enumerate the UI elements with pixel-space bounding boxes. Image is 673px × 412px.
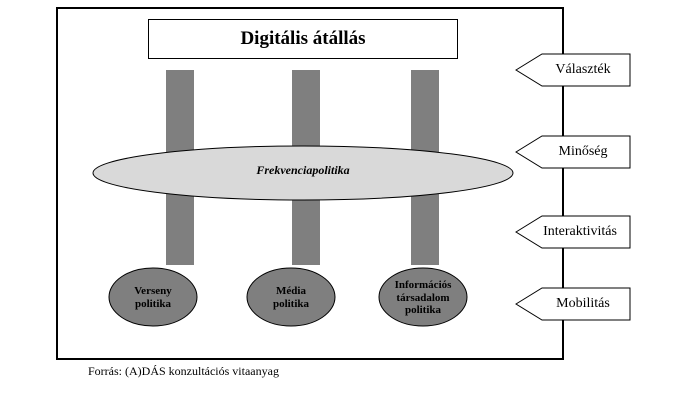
competition-policy-oval [108,267,198,327]
media-policy-line-2: politika [272,297,310,310]
frequency-policy-ellipse [92,145,514,201]
information-society-policy-label: Információs társadalom politika [379,279,467,317]
arrow-minoseg [515,135,631,169]
arrow-label-interaktivitas: Interaktivitás [543,224,617,239]
competition-policy-line-2: politika [134,297,172,310]
arrow-label-valasztek: Választék [555,62,611,77]
information-society-policy-oval [378,267,468,327]
competition-policy-line-1: Verseny [134,285,172,297]
media-policy-label: Média politika [247,285,335,310]
arrow-label-minoseg: Minőség [558,144,608,159]
arrow-valasztek [515,53,631,87]
media-policy-oval [246,267,336,327]
information-society-line-3: politika [404,304,442,316]
arrow-label-mobilitas: Mobilitás [556,296,610,311]
information-society-line-1: Információs [394,279,452,291]
source-caption: Forrás: (A)DÁS konzultációs vitaanyag [88,364,279,378]
title-box: Digitális átállás [148,19,458,59]
competition-policy-label: Verseny politika [109,285,197,310]
media-policy-line-1: Média [276,285,306,297]
information-society-line-2: társadalom [396,291,450,304]
frequency-policy-label: Frekvenciapolitika [256,163,350,177]
outer-frame [56,7,564,360]
arrow-interaktivitas [515,215,631,249]
arrow-mobilitas [515,287,631,321]
